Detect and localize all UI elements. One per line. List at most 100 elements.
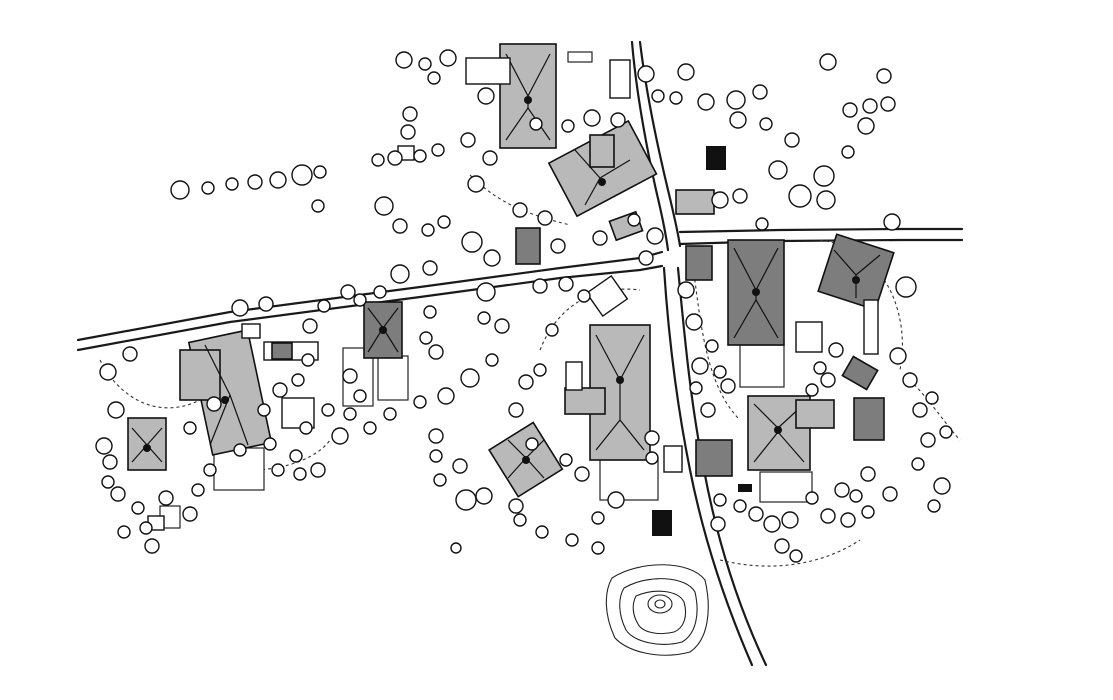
tree-icon (816, 190, 836, 210)
tree-icon (927, 499, 941, 513)
tree-icon (607, 491, 625, 509)
tree-icon (763, 515, 781, 533)
tree-icon (387, 150, 403, 166)
tree-icon (340, 284, 356, 300)
tree-icon (789, 549, 803, 563)
tree-icon (301, 353, 315, 367)
road-south (662, 266, 754, 667)
tree-icon (477, 87, 495, 105)
tree-icon (895, 276, 917, 298)
farm-buildings (127, 43, 895, 498)
building-north-farm (465, 43, 658, 218)
tree-icon (317, 299, 331, 313)
tree-icon (427, 71, 441, 85)
tree-icon (689, 381, 703, 395)
building-east-farm (727, 233, 895, 355)
tree-icon (460, 132, 476, 148)
tree-icon (247, 174, 263, 190)
shed-16 (241, 323, 261, 339)
tree-icon (429, 449, 443, 463)
tree-icon (342, 368, 358, 384)
tree-icon (637, 65, 655, 83)
yard-3 (377, 355, 409, 401)
tree-icon (820, 372, 836, 388)
tree-icon (645, 451, 659, 465)
tree-icon (644, 430, 660, 446)
contoured-mound (605, 564, 709, 656)
tree-icon (610, 112, 626, 128)
tree-icon (748, 506, 764, 522)
tree-icon (310, 462, 326, 478)
tree-icon (513, 513, 527, 527)
tree-icon (842, 102, 858, 118)
tree-icon (713, 493, 727, 507)
tree-icon (933, 477, 951, 495)
tree-icon (752, 84, 768, 100)
tree-icon (627, 213, 641, 227)
tree-icon (591, 511, 605, 525)
tree-icon (508, 498, 524, 514)
shed-5 (585, 274, 629, 318)
tree-icon (902, 372, 918, 388)
tree-icon (418, 57, 432, 71)
tree-icon (841, 145, 855, 159)
tree-icon (939, 425, 953, 439)
tree-icon (269, 171, 287, 189)
trees (95, 49, 953, 563)
tree-icon (400, 124, 416, 140)
tree-icon (638, 250, 654, 266)
yard-5 (739, 344, 785, 388)
tree-icon (225, 177, 239, 191)
tree-icon (483, 249, 501, 267)
tree-icon (392, 218, 408, 234)
shed-8 (609, 59, 631, 99)
tree-icon (383, 407, 397, 421)
tree-icon (565, 533, 579, 547)
tree-icon (713, 365, 727, 379)
tree-icon (781, 511, 799, 529)
shed-2 (271, 342, 293, 360)
tree-icon (139, 521, 153, 535)
tree-icon (233, 443, 247, 457)
tree-icon (433, 473, 447, 487)
shed-4 (515, 227, 541, 265)
tree-icon (395, 51, 413, 69)
path-6 (719, 539, 861, 567)
tree-icon (428, 428, 444, 444)
tree-icon (373, 285, 387, 299)
shed-12 (841, 355, 879, 391)
tree-icon (882, 486, 898, 502)
shed-7 (706, 146, 726, 170)
tree-icon (558, 276, 574, 292)
tree-icon (726, 90, 746, 110)
shed-9 (685, 245, 713, 281)
tree-icon (711, 191, 729, 209)
building-midwest-house (363, 301, 403, 359)
tree-icon (321, 403, 335, 417)
tree-icon (422, 260, 438, 276)
tree-icon (819, 53, 837, 71)
tree-icon (110, 486, 126, 502)
tree-icon (460, 368, 480, 388)
tree-icon (768, 160, 788, 180)
tree-icon (371, 153, 385, 167)
tree-icon (805, 491, 819, 505)
tree-icon (431, 143, 445, 157)
tree-icon (482, 150, 498, 166)
tree-icon (272, 382, 288, 398)
shed-13 (695, 439, 733, 477)
tree-icon (883, 213, 901, 231)
tree-icon (183, 421, 197, 435)
tree-icon (390, 264, 410, 284)
tree-icon (755, 217, 769, 231)
tree-icon (258, 296, 274, 312)
tree-icon (710, 516, 726, 532)
yard-6 (759, 471, 813, 503)
tree-icon (759, 117, 773, 131)
tree-icon (271, 463, 285, 477)
tree-icon (428, 344, 444, 360)
tree-icon (231, 299, 249, 317)
tree-icon (774, 538, 790, 554)
tree-icon (820, 508, 836, 524)
tree-icon (450, 542, 462, 554)
